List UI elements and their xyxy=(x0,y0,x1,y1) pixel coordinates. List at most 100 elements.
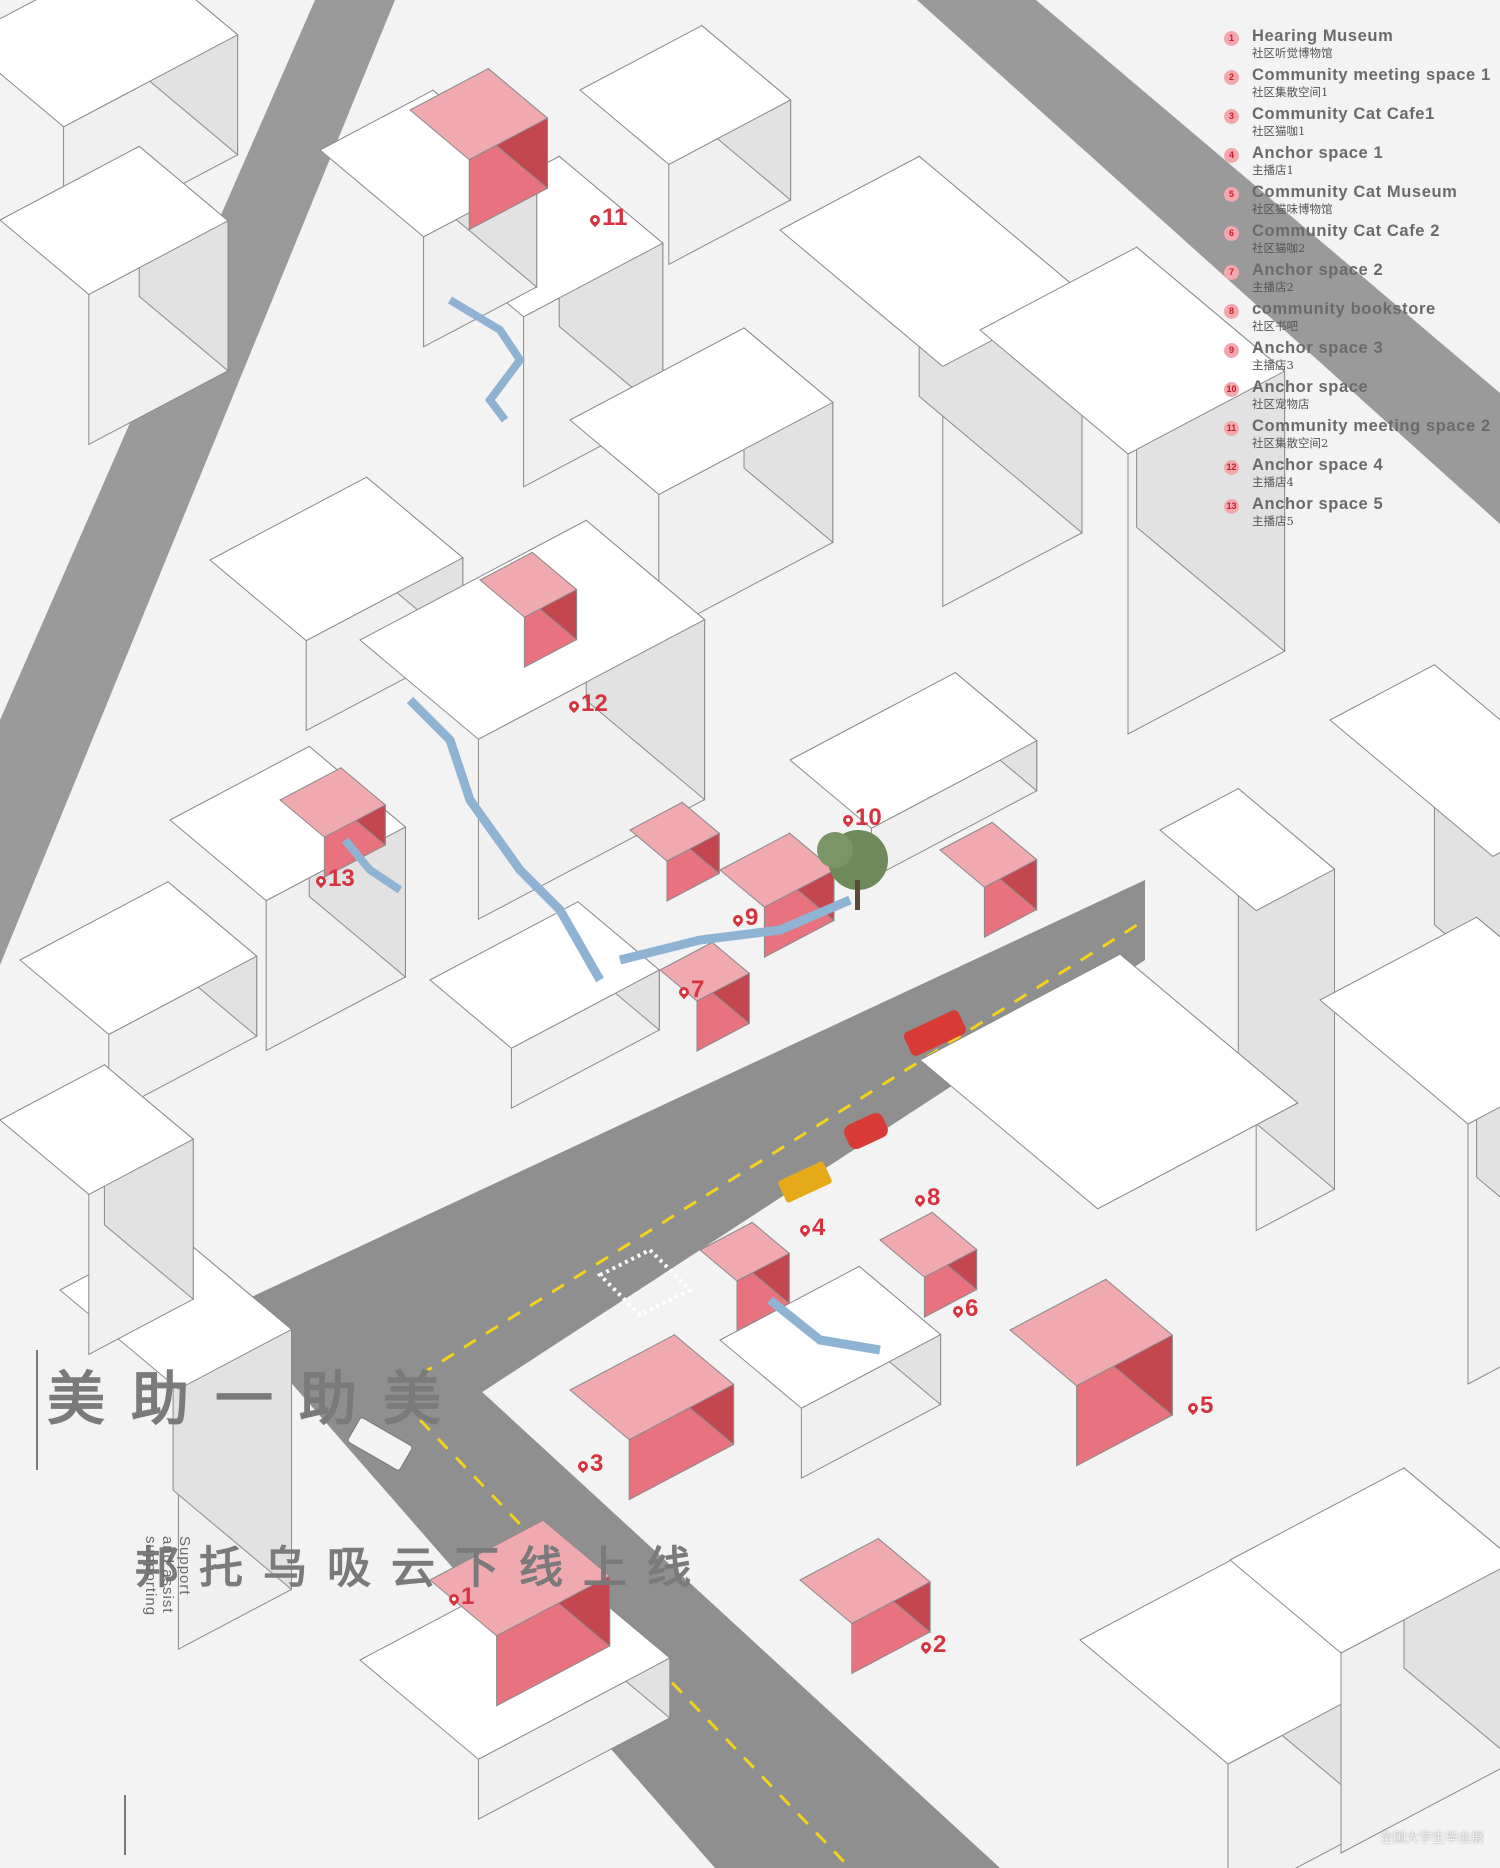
building-block xyxy=(0,145,229,295)
pink-building xyxy=(409,68,549,161)
van xyxy=(844,1112,888,1150)
building-block xyxy=(0,1064,195,1195)
pink-building xyxy=(629,801,721,862)
site-marker: 3 xyxy=(575,1450,604,1478)
legend-number-badge: 13 xyxy=(1224,499,1239,514)
site-marker: 12 xyxy=(566,690,608,718)
legend-number-badge: 5 xyxy=(1224,187,1239,202)
marker-number: 5 xyxy=(1200,1392,1214,1419)
title-subtitle-en: Support and assist supporting xyxy=(142,1536,193,1617)
site-marker: 11 xyxy=(587,204,628,232)
stairway xyxy=(618,895,852,965)
location-pin-icon xyxy=(840,812,856,828)
building-block xyxy=(1159,788,1336,912)
marker-number: 3 xyxy=(590,1450,604,1477)
legend-label-en: Hearing Museum xyxy=(1252,27,1394,45)
legend-label-en: Community Cat Cafe 2 xyxy=(1252,222,1441,240)
pink-building xyxy=(279,767,387,838)
legend-label-cn: 社区猫咖1 xyxy=(1252,124,1306,138)
legend-item: 11 Community meeting space 2 社区集散空间2 xyxy=(1222,418,1497,451)
legend-item: 10 Anchor space 社区宠物店 xyxy=(1222,379,1497,412)
legend-number-badge: 11 xyxy=(1224,421,1239,436)
main-street-lane xyxy=(419,918,1146,1377)
location-pin-icon xyxy=(918,1639,934,1655)
legend-label-cn: 主播店4 xyxy=(1252,475,1294,489)
legend-item: 4 Anchor space 1 主播店1 xyxy=(1222,145,1497,178)
pink-building xyxy=(569,1334,735,1441)
pink-building xyxy=(699,1221,791,1282)
road-northwest xyxy=(0,0,395,965)
school-bus xyxy=(778,1161,832,1203)
legend-label-cn: 社区集散空间2 xyxy=(1252,436,1329,450)
pink-building xyxy=(479,551,578,618)
pink-building xyxy=(799,1538,931,1624)
marker-number: 12 xyxy=(581,690,608,717)
legend-item: 5 Community Cat Museum 社区猫味博物馆 xyxy=(1222,184,1497,217)
bus xyxy=(903,1010,967,1056)
legend-item: 1 Hearing Museum 社区听觉博物馆 xyxy=(1222,28,1497,61)
legend-label-cn: 主播店2 xyxy=(1252,280,1294,294)
legend-label-cn: 社区猫咖2 xyxy=(1252,241,1306,255)
legend-label-cn: 社区猫味博物馆 xyxy=(1252,202,1333,216)
legend-item: 12 Anchor space 4 主播店4 xyxy=(1222,457,1497,490)
legend-item: 8 community bookstore 社区书吧 xyxy=(1222,301,1497,334)
marker-number: 7 xyxy=(691,976,705,1003)
legend-label-cn: 社区宠物店 xyxy=(1252,397,1310,411)
legend-number-badge: 6 xyxy=(1224,226,1239,241)
legend-label-cn: 社区集散空间1 xyxy=(1252,85,1329,99)
site-marker: 8 xyxy=(912,1184,941,1212)
location-pin-icon xyxy=(566,698,582,714)
location-pin-icon xyxy=(313,873,329,889)
location-pin-icon xyxy=(950,1303,966,1319)
marker-number: 4 xyxy=(812,1214,826,1241)
location-pin-icon xyxy=(1185,1400,1201,1416)
marker-number: 11 xyxy=(602,204,628,231)
legend-label-en: Anchor space 2 xyxy=(1252,261,1384,279)
legend-number-badge: 8 xyxy=(1224,304,1239,319)
site-marker: 10 xyxy=(840,804,882,832)
site-marker: 6 xyxy=(950,1295,979,1323)
legend-label-en: Community meeting space 1 xyxy=(1252,66,1491,84)
building-block xyxy=(209,476,464,642)
location-pin-icon xyxy=(730,912,746,928)
title-rule xyxy=(36,1350,38,1470)
building-block xyxy=(919,953,1299,1210)
marker-number: 13 xyxy=(328,865,355,892)
legend-label-cn: 社区书吧 xyxy=(1252,319,1298,333)
marker-number: 8 xyxy=(927,1184,941,1211)
stairway xyxy=(767,1296,881,1355)
legend-label-en: Anchor space 5 xyxy=(1252,495,1384,513)
building-block xyxy=(1229,1467,1500,1654)
legend-item: 3 Community Cat Cafe1 社区猫咖1 xyxy=(1222,106,1497,139)
legend-label-en: Anchor space 1 xyxy=(1252,144,1384,162)
marker-number: 9 xyxy=(745,904,759,931)
legend-label-cn: 社区听觉博物馆 xyxy=(1252,46,1333,60)
legend-label-cn: 主播店3 xyxy=(1252,358,1294,372)
legend-label-en: Community Cat Museum xyxy=(1252,183,1458,201)
building-block xyxy=(579,25,792,165)
pink-building xyxy=(939,821,1038,888)
marker-number: 6 xyxy=(965,1295,979,1322)
building-block xyxy=(1319,916,1500,1125)
legend-number-badge: 9 xyxy=(1224,343,1239,358)
legend-label-en: Anchor space 4 xyxy=(1252,456,1384,474)
legend-label-en: community bookstore xyxy=(1252,300,1436,318)
pink-building xyxy=(879,1211,978,1278)
title-subtitle-cn: 线上线下云吸乌托邦 xyxy=(128,1544,689,1590)
location-pin-icon xyxy=(575,1458,591,1474)
marker-number: 10 xyxy=(855,804,882,831)
legend-label-cn: 主播店1 xyxy=(1252,163,1294,177)
blue-stairways xyxy=(341,296,881,1355)
building-block xyxy=(789,672,1038,829)
site-marker: 2 xyxy=(918,1631,947,1659)
stairway xyxy=(341,837,403,894)
title-main: 美助一助美 xyxy=(38,1368,439,1430)
legend-label-en: Community meeting space 2 xyxy=(1252,417,1491,435)
marker-number: 1 xyxy=(461,1583,475,1610)
legend-label-en: Community Cat Cafe1 xyxy=(1252,105,1435,123)
marker-number: 2 xyxy=(933,1631,947,1658)
site-marker: 4 xyxy=(797,1214,826,1242)
